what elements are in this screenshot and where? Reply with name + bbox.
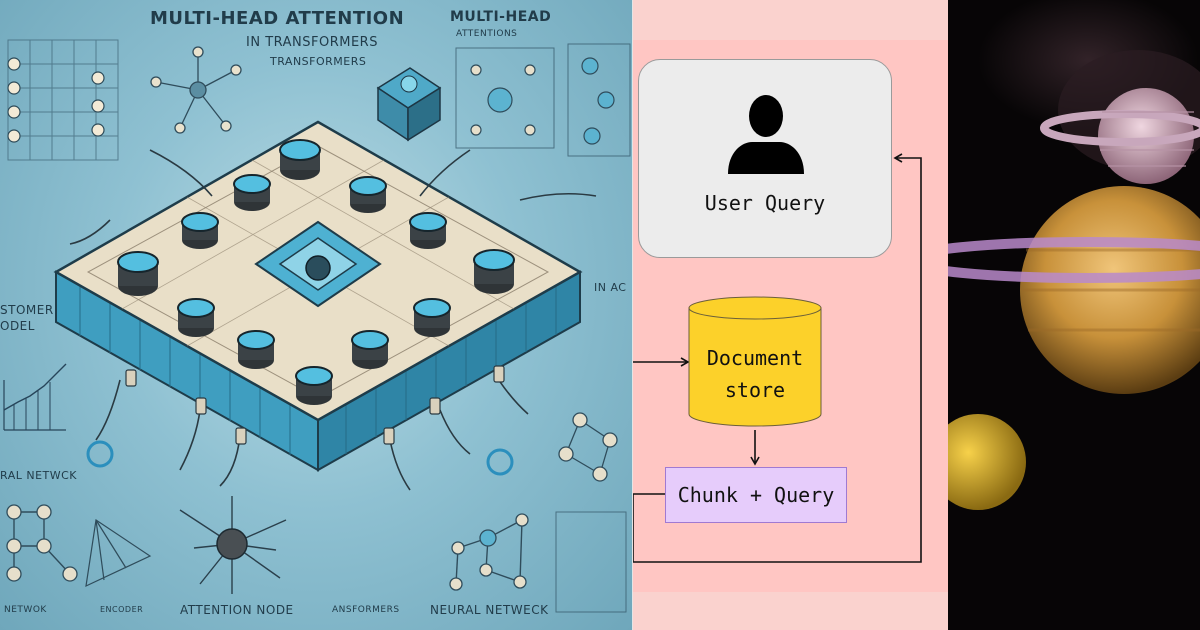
network-graph-right	[565, 419, 611, 475]
document-store-label: Document store	[688, 342, 822, 406]
attention-head	[473, 249, 515, 294]
small-planet-icon	[948, 414, 1026, 510]
side-text-model-2: ODEL	[0, 319, 35, 333]
isometric-board	[53, 120, 583, 472]
diagram-header-strip	[633, 0, 949, 40]
grid-panel-left	[7, 39, 119, 161]
saturn-icon	[948, 186, 1200, 394]
network-nodes-right	[558, 412, 618, 482]
bottom-label-2: ANSFORMERS	[332, 605, 400, 615]
bottom-label-3: NEURAL NETWECK	[430, 603, 549, 617]
user-query-label: User Query	[704, 191, 826, 215]
bottom-label-5: ENCODER	[100, 605, 144, 614]
illustration-artwork	[3, 39, 631, 613]
side-text-neural: RAL NETWCK	[0, 469, 78, 482]
title-right-2: ATTENTIONS	[456, 29, 518, 39]
network-nodes-bottom-right	[449, 513, 529, 591]
chunk-query-node: Chunk + Query	[665, 467, 847, 523]
attention-head	[279, 139, 321, 180]
network-nodes-bottom-left	[6, 504, 78, 582]
attention-head	[181, 212, 219, 249]
attention-heads	[117, 139, 515, 405]
document-store-node: Document store	[688, 296, 822, 428]
bottom-label-4: NETWOK	[4, 605, 47, 615]
transformer-illustration: MULTI-HEAD ATTENTION IN TRANSFORMERS TRA…	[0, 0, 632, 630]
diagram-connectors	[633, 153, 922, 563]
attention-head	[117, 251, 159, 296]
grid-nodes	[7, 57, 105, 143]
document-store-line-2: store	[724, 378, 786, 402]
right-frame-nodes	[470, 57, 615, 145]
cable-plugs	[125, 365, 505, 445]
attention-head	[233, 174, 271, 211]
starburst-core	[216, 528, 248, 560]
side-text-in-ac: IN AC	[594, 281, 627, 294]
user-icon	[728, 95, 804, 174]
title-line-3: TRANSFORMERS	[270, 55, 367, 68]
attention-head	[237, 330, 275, 369]
rag-diagram-panel: User Query Document store Chunk + Query	[632, 0, 950, 630]
side-text-model-1: STOMER	[0, 303, 54, 317]
diagram-footer-strip	[633, 592, 949, 630]
attention-head	[413, 298, 451, 337]
title-right-1: MULTI-HEAD	[450, 9, 552, 25]
title-line-1: MULTI-HEAD ATTENTION	[150, 8, 405, 29]
planets-photo	[948, 0, 1200, 630]
bottom-label-1: ATTENTION NODE	[180, 603, 294, 617]
chunk-query-label: Chunk + Query	[677, 483, 835, 507]
attention-head	[177, 298, 215, 337]
attention-head	[349, 176, 387, 213]
attention-head	[351, 330, 389, 369]
feedback-loop-arrow	[633, 153, 922, 563]
cube-module	[376, 67, 442, 142]
line-chart-sketch	[3, 363, 67, 431]
network-graph-top-nodes	[150, 46, 242, 134]
planets-artwork	[948, 0, 1200, 630]
ringed-planet-icon	[1040, 88, 1200, 184]
ring-icons	[86, 440, 514, 476]
user-query-node: User Query	[638, 59, 892, 258]
cables	[69, 149, 597, 491]
database-cylinder-icon	[688, 296, 822, 427]
diagram-frames-right	[455, 43, 631, 613]
attention-head	[295, 366, 333, 405]
attention-head	[409, 212, 447, 249]
document-store-line-1: Document	[706, 346, 804, 370]
title-line-2: IN TRANSFORMERS	[246, 35, 378, 50]
pyramid-sketch	[85, 518, 152, 588]
